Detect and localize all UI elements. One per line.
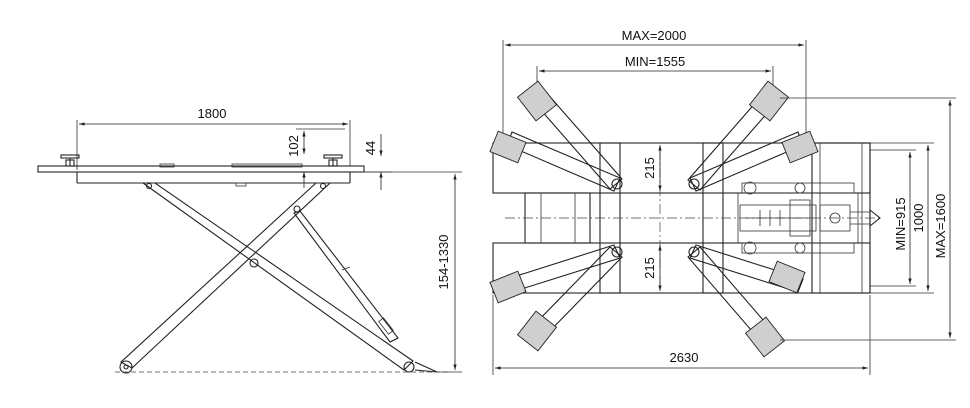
dimension-overall-length: 2630 [492, 295, 871, 375]
arm-pivots [611, 178, 700, 258]
lift-arm-upper-right-inner [689, 130, 819, 192]
width-label: 1000 [911, 204, 926, 233]
platform-rails [492, 142, 880, 294]
max-arm-span-label: MAX=2000 [622, 28, 687, 43]
lift-pad-left [60, 154, 80, 167]
dimension-platform-length: 1800 [76, 106, 351, 170]
lift-arm-lower-left-inner [489, 244, 621, 304]
platform-thickness-label: 44 [363, 141, 378, 155]
lift-arm-lower-left-outer [516, 246, 623, 352]
lift-arm-upper-left-inner [489, 130, 621, 192]
dimension-platform-thickness: 44 [362, 134, 392, 190]
upper-gap-label: 215 [642, 157, 657, 179]
dimension-min-width: MIN=915 [870, 149, 916, 287]
lift-height-label: 154-1330 [436, 235, 451, 290]
lower-gap-label: 215 [642, 257, 657, 279]
min-arm-span-label: MIN=1555 [625, 54, 685, 69]
max-width-label: MAX=1600 [933, 194, 948, 259]
overall-length-label: 2630 [670, 350, 699, 365]
dimension-upper-gap: 215 [642, 145, 662, 191]
dimension-lower-gap: 215 [642, 245, 662, 291]
dimension-pad-height: 102 [286, 128, 345, 188]
top-view: MAX=2000 MIN=1555 215 [489, 28, 956, 375]
min-width-label: MIN=915 [893, 197, 908, 250]
lift-arm-lower-right-inner [689, 244, 806, 294]
dimension-lift-height: 154-1330 [355, 171, 462, 373]
lift-arm-upper-left-outer [516, 80, 623, 190]
lift-arm-upper-right-outer [687, 80, 790, 191]
dimension-max-arm-span: MAX=2000 [502, 28, 807, 145]
platform-length-label: 1800 [198, 106, 227, 121]
hydraulic-unit [737, 181, 881, 255]
pad-height-label: 102 [286, 135, 301, 157]
dimension-min-arm-span: MIN=1555 [536, 54, 774, 95]
dimension-width: 1000 [870, 142, 934, 294]
lift-arm-lower-right-outer [687, 246, 786, 358]
lift-pad-right [323, 154, 343, 167]
side-view: 1800 102 44 [37, 106, 462, 374]
platform [37, 163, 365, 187]
scissor-mechanism [115, 182, 450, 374]
dimension-max-width: MAX=1600 [780, 97, 956, 341]
